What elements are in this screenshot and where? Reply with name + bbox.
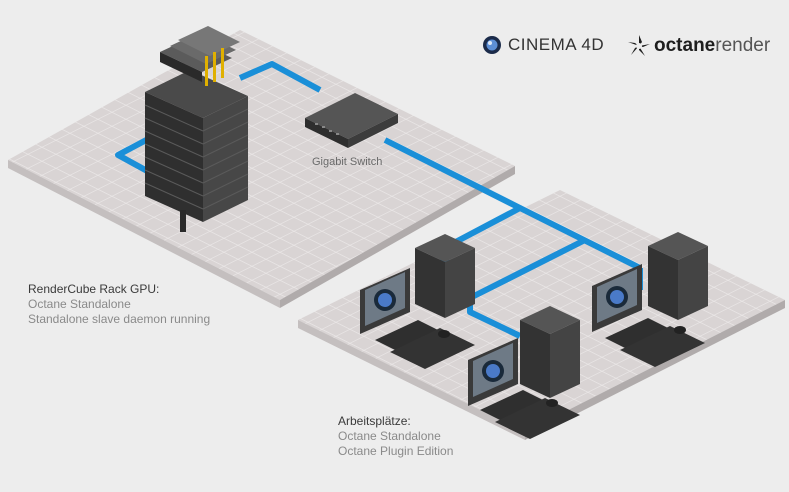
workstation-left bbox=[360, 234, 475, 369]
rack-line-2: Standalone slave daemon running bbox=[28, 312, 211, 326]
workstations-line-2: Octane Plugin Edition bbox=[338, 444, 454, 458]
rack-line-1: Octane Standalone bbox=[28, 297, 131, 311]
cable-office-main bbox=[518, 205, 642, 271]
octane-wordmark-light: render bbox=[715, 35, 771, 56]
octanerender-logo: octane render bbox=[626, 33, 770, 59]
cinema4d-wordmark: CINEMA 4D bbox=[508, 35, 605, 54]
octane-wordmark-bold: octane bbox=[654, 35, 716, 56]
cable-rack-to-switch bbox=[238, 61, 322, 93]
workstations-label: Arbeitsplätze: Octane Standalone Octane … bbox=[338, 414, 453, 459]
cinema4d-logo: CINEMA 4D bbox=[482, 35, 604, 55]
rack-label: RenderCube Rack GPU: Octane Standalone S… bbox=[28, 282, 210, 327]
server-room-floor bbox=[8, 30, 515, 308]
workstations-title: Arbeitsplätze: bbox=[338, 414, 411, 428]
switch-label: Gigabit Switch bbox=[312, 156, 383, 168]
workstations-line-1: Octane Standalone bbox=[338, 429, 441, 443]
server-rack bbox=[144, 70, 249, 232]
cinema4d-sphere-icon bbox=[483, 36, 501, 54]
octane-flower-icon bbox=[628, 35, 650, 56]
workstation-right bbox=[592, 232, 708, 367]
workstation-front bbox=[468, 306, 580, 439]
gpu-cards bbox=[160, 26, 240, 86]
gigabit-switch bbox=[305, 93, 398, 148]
rack-title: RenderCube Rack GPU: bbox=[28, 282, 160, 296]
